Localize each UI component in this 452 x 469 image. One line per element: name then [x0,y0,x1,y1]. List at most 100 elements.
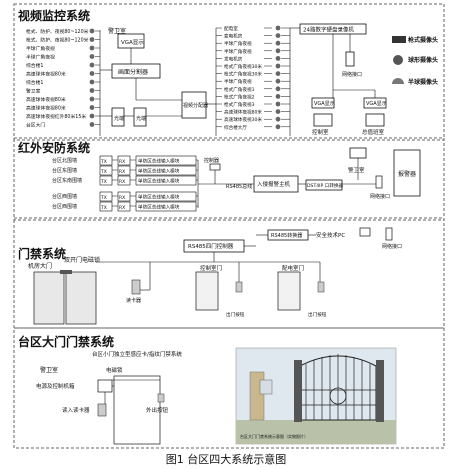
access-door-1-label: 控制室门 [200,264,222,272]
camera-right-label: 枪式广角夜视1 [224,86,255,93]
right-camera-list: 配电室变电机房半球广角夜视半球广角夜视发电机房枪式广角夜视30米枪式广角夜视30… [216,25,290,131]
gate-power-box [97,379,113,393]
ir-bus-label: RS485总线 [226,183,252,190]
camera-icon [275,124,281,130]
gate-exit-label: 外出按钮 [146,406,169,414]
camera-left-label: 高速球体夜视红外80米15米 [26,113,86,120]
camera-icon [275,40,281,46]
door2-exit-label: 出门按钮 [308,311,327,318]
camera-right-label: 枪式广角夜视3 [224,101,255,108]
camera-right-label: 变电机房 [224,33,243,40]
access-pc-icon [359,227,371,237]
camera-left-label: 综合楼1 [26,79,43,86]
gate-section-frame [13,327,445,449]
ir-rx-box [117,191,131,202]
gate-wiring [104,379,160,404]
legend-dome: 球形摄像头 [408,56,438,64]
gate-photo-reader [259,379,273,395]
camera-right-label: 枪式广角夜视30米 [224,71,262,78]
ir-zone-label: 台区西围墙 [52,193,77,200]
camera-right-label: 配电室 [224,25,238,32]
camera-icon [89,96,95,102]
camera-icon [89,62,95,68]
camera-left-label: 高速球体夜视80米 [26,105,66,112]
access-wiring [96,234,321,291]
network-port-box [345,51,355,67]
access-pc-label: 安全技术PC [316,231,345,239]
video-distributor-label: 视频分配器 [183,102,208,109]
ir-zone-label: 台区东南围墙 [52,177,82,184]
door1-exit-label: 出门按钮 [226,311,245,318]
ir-module-box [135,191,197,202]
camera-right-label: 高速球体夜视80米 [224,109,262,116]
access-door-1 [195,271,219,311]
camera-right-label: 高速球体夜视30米 [224,116,262,123]
legend: 枪式摄像头 球形摄像头 半球摄像头 [392,36,438,86]
camera-left-label: 半球广角夜视 [26,54,55,61]
ir-module-label: 单防区总线输入模块 [138,168,180,175]
ir-tx-box [99,155,113,166]
access-title: 门禁系统 [18,246,66,261]
camera-right-label: 半球广角夜视 [224,40,252,47]
vga2-label: VGA显示 [314,101,335,107]
figure-caption: 图1 台区四大系统示意图 [165,453,287,466]
legend-half-dome: 半球摄像头 [408,78,438,86]
access-reader-label: 读卡器 [126,297,141,304]
video-distributor-box [181,91,207,119]
video-wiring [99,27,376,136]
magnetic-lock-icon [60,270,72,274]
video-title: 视频监控系统 [18,8,90,23]
ir-dialer-label: DST4IP 口转换器 [307,182,344,189]
infrared-title: 红外安防系统 [18,140,90,155]
ir-module-label: 单防区总线输入模块 [138,158,180,165]
access-network-port [385,227,393,241]
camera-left-label: 高速球体夜视80米 [26,96,66,103]
dome-camera-icon [393,55,403,65]
camera-icon [275,25,281,31]
camera-icon [275,109,281,114]
camera-right-label: 半球广角夜视 [224,78,252,85]
ir-controller-label: 控制器 [204,157,219,164]
access-controller-label: RS485四门控制器 [188,242,234,250]
access-network-label: 网络接口 [382,243,402,250]
gate-small-door [113,375,161,445]
camera-left-label: 综合楼1 [26,62,43,69]
ir-rx-label: RX [119,179,125,185]
fiber-label-1: 光端 [114,115,124,122]
camera-icon [89,37,95,42]
gate-note: 台区小门独立型感应卡/指纹门禁系统 [92,350,182,358]
camera-icon [275,33,281,38]
camera-icon [89,105,95,110]
camera-icon [275,78,281,84]
ir-module-box [135,155,197,166]
ir-zone-label: 台区西围墙 [52,203,77,210]
ir-zone-label: 台区北围墙 [52,157,77,164]
camera-icon [89,79,95,85]
ir-tx-label: TX [100,179,107,185]
fiber-box-1 [111,107,125,127]
gate-photo: 台区大门门禁系统示意图（实物照片） [235,347,397,445]
gate-title: 台区大门门禁系统 [18,334,114,349]
ir-rx-box [117,155,131,166]
infrared-section-frame [13,137,445,221]
access-door-2 [277,271,301,311]
ir-host-label: 入侵报警主机 [257,180,291,188]
ir-dialer-box [305,179,343,191]
room-door-right [65,271,97,325]
ir-tx-box [99,201,113,212]
access-converter-label: RS485转换器 [271,232,302,239]
door1-reader-icon [235,281,243,293]
camera-icon [275,56,281,61]
camera-icon [275,101,281,107]
ir-tx-label: TX [100,205,107,211]
ir-tx-box [99,191,113,202]
ir-wiring [197,158,376,208]
camera-icon [275,116,281,122]
ir-module-box [135,175,197,186]
network-port-label: 网络接口 [342,71,362,78]
fiber-box-2 [133,107,147,127]
camera-right-label: 综合楼大厅 [224,124,247,131]
gate-power-label: 电源及控制机箱 [36,382,75,390]
ir-siren-box [393,149,421,197]
